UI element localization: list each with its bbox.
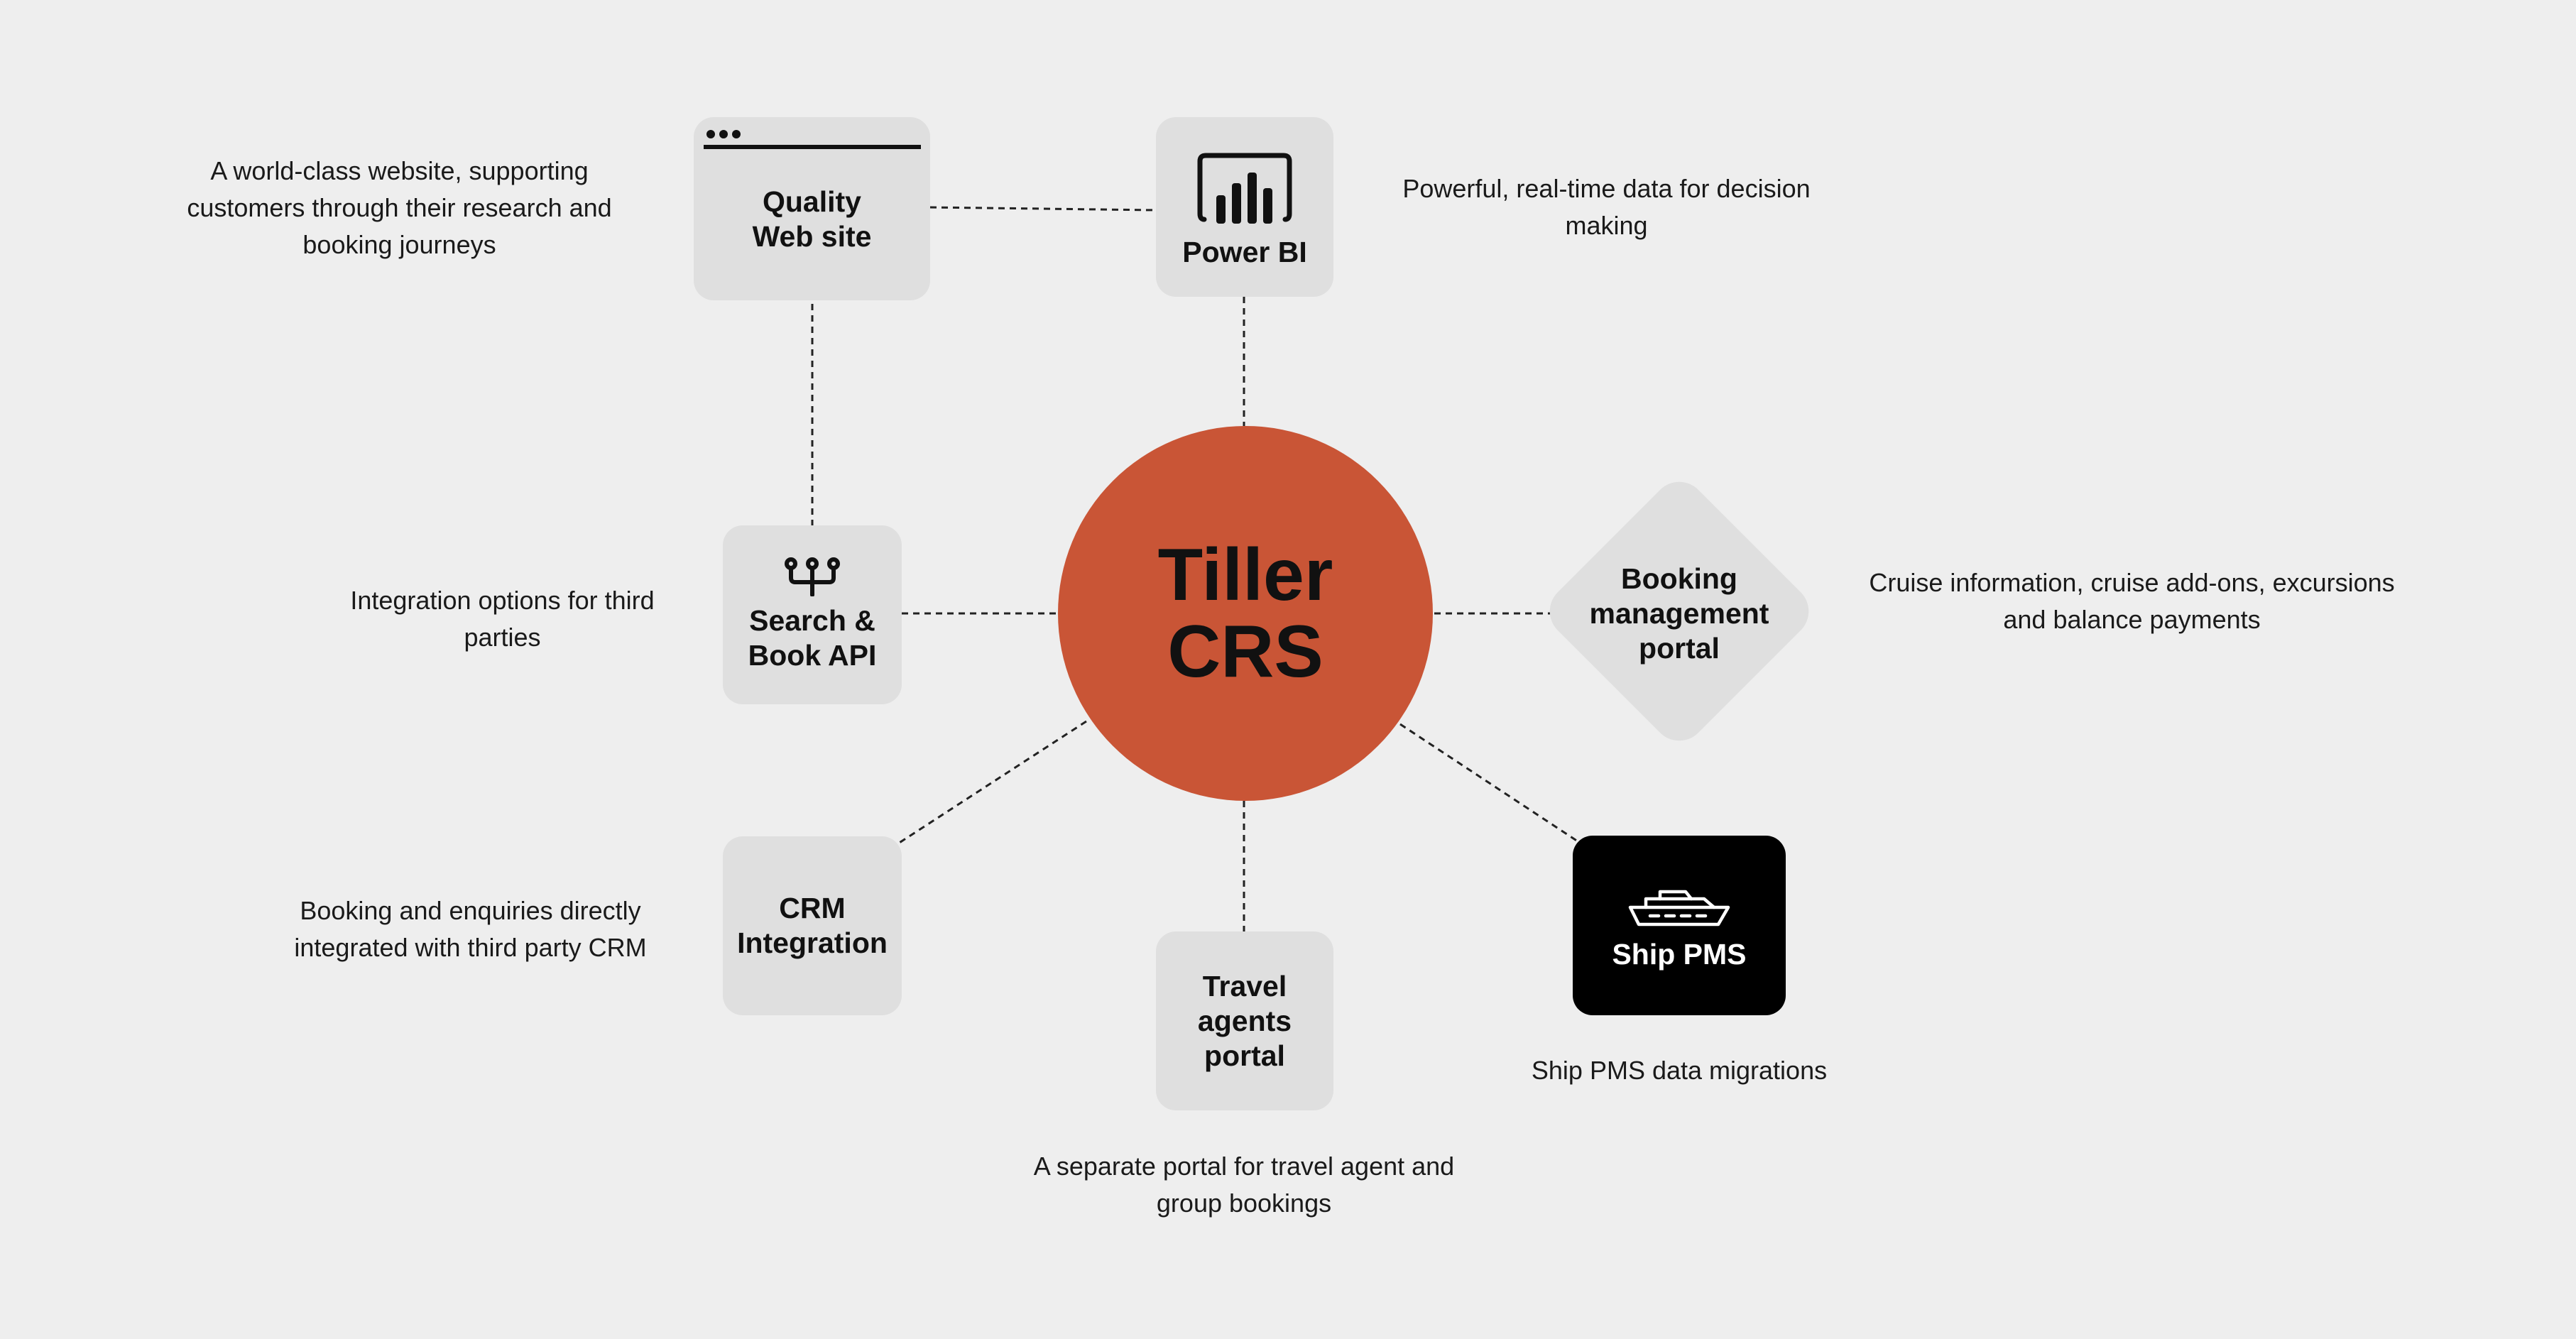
booking-management-portal-description: Cruise information, cruise add-ons, excu… bbox=[1869, 568, 2395, 634]
tiller-crs-hub: Tiller CRS bbox=[1058, 426, 1433, 801]
booking-management-portal-title: Booking management portal bbox=[1589, 562, 1769, 665]
search-book-api-title: Search & Book API bbox=[748, 604, 877, 672]
cruise-ship-icon bbox=[1628, 890, 1730, 927]
ship-pms-description: Ship PMS data migrations bbox=[1531, 1056, 1828, 1085]
connector-web-to-powerbi bbox=[929, 206, 1157, 212]
bar-chart-icon bbox=[1197, 153, 1292, 224]
power-bi-title: Power BI bbox=[1182, 236, 1307, 268]
travel-agents-portal-card: Travel agents portal bbox=[1156, 931, 1333, 1110]
crm-integration-description: Booking and enquiries directly integrate… bbox=[294, 896, 647, 962]
power-bi-card: Power BI bbox=[1156, 117, 1333, 297]
search-book-api-card: Search & Book API bbox=[723, 525, 902, 704]
ship-pms-card: Ship PMS bbox=[1573, 836, 1786, 1015]
search-book-api-description: Integration options for third parties bbox=[350, 586, 655, 652]
quality-web-site-description: A world-class website, supporting custom… bbox=[187, 156, 612, 259]
quality-web-site-title: Quality Web site bbox=[752, 185, 872, 253]
tiller-crs-title: Tiller CRS bbox=[1157, 534, 1333, 693]
connector-hub-to-crm bbox=[895, 720, 1087, 846]
crm-integration-title: CRM Integration bbox=[737, 892, 888, 959]
api-fork-icon bbox=[785, 557, 840, 596]
quality-web-site-card: Quality Web site bbox=[694, 117, 930, 300]
connector-hub-to-ship bbox=[1399, 723, 1578, 843]
crm-integration-card: CRM Integration bbox=[723, 836, 902, 1015]
travel-agents-portal-title: Travel agents portal bbox=[1197, 969, 1292, 1072]
power-bi-description: Powerful, real-time data for decision ma… bbox=[1402, 174, 1811, 240]
ship-pms-title: Ship PMS bbox=[1612, 938, 1747, 971]
browser-window-icon bbox=[704, 130, 921, 149]
travel-agents-portal-description: A separate portal for travel agent and g… bbox=[1033, 1152, 1455, 1218]
